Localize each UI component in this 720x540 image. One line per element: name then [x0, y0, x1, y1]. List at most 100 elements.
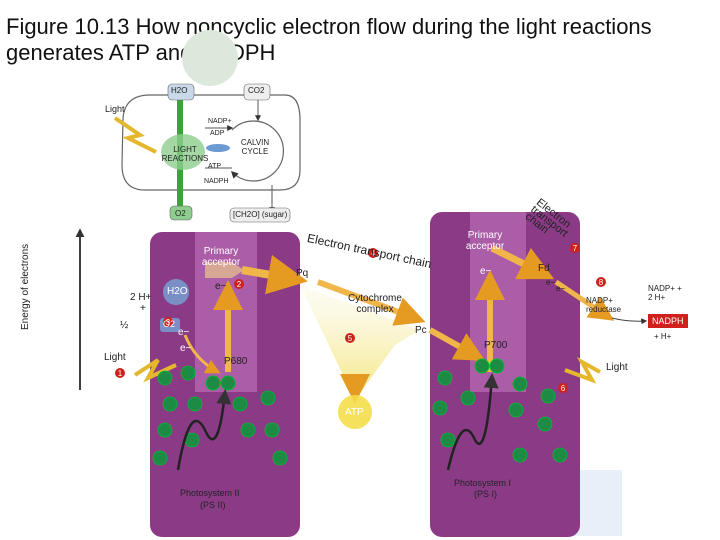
ps1-electron-label: e− [480, 266, 492, 277]
chloroplast-outline [121, 94, 301, 191]
ps2-to-pq-arrow [241, 254, 308, 295]
antenna-chlorophyll [512, 376, 528, 392]
overview-co2-label: CO2 [248, 86, 265, 95]
antenna-chlorophyll [512, 447, 528, 463]
antenna-chlorophyll [162, 396, 178, 412]
overview-light-label: Light [105, 104, 125, 114]
ps2-plus-label: + [140, 303, 146, 314]
antenna-chlorophyll [440, 432, 456, 448]
atp-funnel [300, 285, 420, 400]
ps2-2h-label: 2 H+ [130, 292, 152, 303]
sugar-box [229, 207, 291, 223]
ps1-light-bolt-icon [564, 356, 601, 384]
antenna-chlorophyll [187, 396, 203, 412]
reductase-label: NADP+ reductase [586, 296, 622, 314]
ps2-energy-transfer [176, 389, 232, 471]
atp-label: ATP [345, 407, 364, 418]
antenna-chlorophyll [552, 447, 568, 463]
overview-adp-label: ADP [210, 130, 225, 137]
faded-decor [182, 30, 238, 86]
p700-chlorophyll [489, 358, 505, 374]
antenna-chlorophyll [437, 370, 453, 386]
overview-nadp-label: NADP+ [208, 118, 232, 125]
p680-chlorophyll [220, 375, 236, 391]
overview-sugar-label: [CH2O] (sugar) [233, 210, 288, 219]
co2-box [243, 83, 271, 101]
pc-label: Pc [415, 325, 427, 336]
nadp-to-nadph-arrow [611, 317, 648, 325]
antenna-chlorophyll [240, 422, 256, 438]
pq-label: Pq [296, 268, 309, 279]
step-marker-number: 2 [237, 280, 242, 289]
step-marker-circle [115, 368, 125, 378]
fd-to-reductase-arrow [554, 279, 615, 321]
cytochrome-label: Cytochrome complex [348, 293, 402, 315]
overview-schematic [113, 83, 301, 223]
antenna-pigments [152, 365, 568, 466]
overview-h2o-label: H2O [171, 86, 188, 95]
antenna-chlorophyll [540, 388, 556, 404]
antenna-chlorophyll [508, 402, 524, 418]
ps2-electron-2-label: e− [178, 327, 190, 338]
ps1-primary-acceptor-label: Primary acceptor [465, 230, 505, 252]
step-marker-circle [570, 243, 580, 253]
step-marker-number: 6 [561, 384, 566, 393]
ps2-primary-acceptor-label: Primary acceptor [201, 246, 241, 268]
overview-calvin-label: CALVIN CYCLE [240, 138, 270, 156]
step-marker-number: 1 [118, 369, 123, 378]
antenna-chlorophyll [432, 400, 448, 416]
h2o-box [167, 83, 195, 101]
antenna-chlorophyll [157, 370, 173, 386]
step-marker-number: 4 [371, 249, 376, 258]
ps2-electron-label: e− [215, 281, 227, 292]
o2-box [169, 205, 193, 221]
ps2-h2o-label: H2O [167, 286, 188, 297]
overview-atp-label: ATP [208, 163, 222, 170]
light-reactions-blob [161, 134, 205, 170]
antenna-chlorophyll [157, 422, 173, 438]
step-marker-circle [163, 317, 173, 327]
step-marker-circle [558, 383, 568, 393]
light-bolt-icon [113, 116, 157, 154]
antenna-chlorophyll [460, 390, 476, 406]
ps2-name-label: Photosystem II [180, 488, 240, 498]
plus-h-label: + H+ [654, 332, 672, 341]
p680-label: P680 [224, 356, 248, 367]
ps2-acceptor-glow [205, 262, 244, 278]
nadph-label: NADPH [652, 316, 684, 326]
ps1-light-label: Light [606, 362, 628, 373]
step-marker-circle [368, 248, 378, 258]
ps1-abbr-label: (PS I) [474, 489, 498, 499]
step-marker-number: 7 [573, 244, 578, 253]
step-marker-number: 5 [348, 334, 353, 343]
antenna-chlorophyll [180, 365, 196, 381]
ps1-name-label: Photosystem I [454, 478, 512, 488]
step-marker-circle [234, 279, 244, 289]
p700-chlorophyll [474, 358, 490, 374]
ps2-electron-3-label: e− [180, 343, 192, 354]
fd-electron-label: e− [546, 278, 556, 287]
antenna-chlorophyll [264, 422, 280, 438]
ps2-abbr-label: (PS II) [200, 500, 226, 510]
ps1-energy-transfer [446, 373, 499, 471]
p700-label: P700 [484, 340, 508, 351]
water-split-arrow [183, 334, 221, 374]
fd-electron-2-label: e− [556, 284, 566, 293]
overview-o2-label: O2 [175, 209, 186, 218]
overview-nadph-label: NADPH [204, 178, 229, 185]
nadph-box [648, 314, 688, 328]
step-marker-circle [596, 277, 606, 287]
h2o-blob [206, 144, 230, 152]
calvin-cycle-loop [230, 120, 285, 182]
antenna-chlorophyll [152, 450, 168, 466]
pq-to-cyt-arrow [316, 279, 426, 326]
energy-axis-label: Energy of electrons [20, 243, 31, 330]
antenna-chlorophyll [272, 450, 288, 466]
nadp-2h-label: NADP+ + 2 H+ [648, 284, 682, 302]
atp-burst [338, 395, 372, 429]
photosystem-i [430, 212, 580, 537]
ps2-o2-label: O2 [163, 319, 176, 329]
step-marker-number: 3 [166, 318, 171, 327]
